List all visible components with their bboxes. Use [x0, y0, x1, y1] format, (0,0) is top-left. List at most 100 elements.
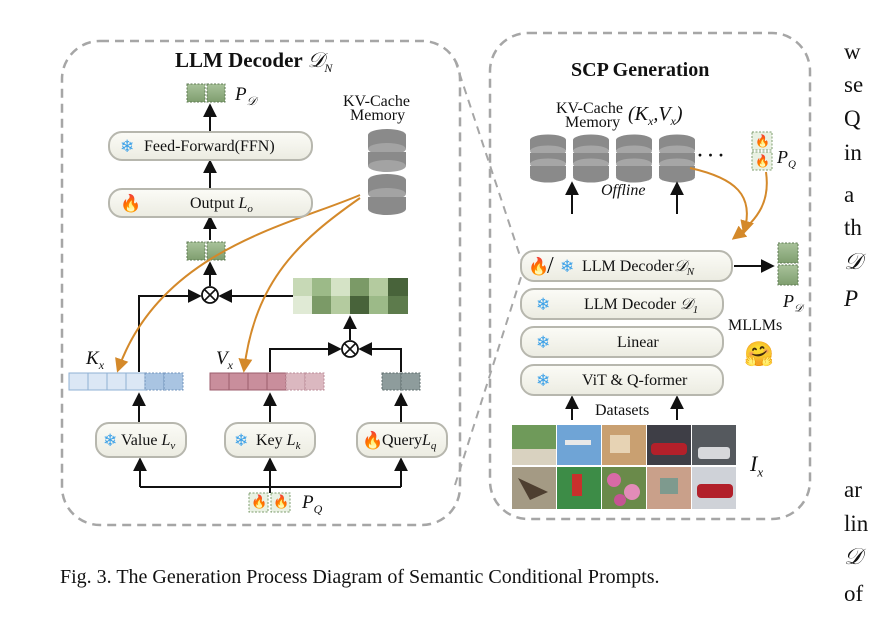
- right-panel-title: SCP Generation: [571, 59, 710, 81]
- key-text: Key: [256, 432, 283, 449]
- pq-right-sub: Q: [788, 158, 796, 171]
- snowflake-icon: ❄: [536, 371, 551, 390]
- body-text-line: 𝒟: [844, 249, 863, 274]
- decoder-n-symbol: 𝒟: [673, 258, 687, 275]
- vx-sub: x: [227, 357, 233, 372]
- ffn-label: Feed-Forward(FFN): [144, 138, 275, 155]
- decoder-1-sub: 1: [692, 304, 699, 317]
- body-text-line: Q: [844, 106, 861, 131]
- fire-icon: 🔥: [528, 257, 550, 276]
- fire-icon: 🔥: [362, 431, 384, 450]
- kv-args-close: ): [675, 103, 683, 125]
- decoder-n-label: LLM Decoder𝒟N: [582, 258, 694, 278]
- body-text-line: 𝒟: [844, 544, 863, 569]
- decoder-n-box: 🔥 / ❄ LLM Decoder𝒟N: [520, 250, 733, 282]
- pq-right-letter: P: [777, 147, 788, 167]
- left-panel-title: LLM Decoder 𝒟N: [175, 48, 333, 76]
- value-symbol: L: [161, 432, 171, 449]
- kx-sub: x: [98, 357, 105, 372]
- ellipsis-right: · · ·: [697, 145, 725, 165]
- body-text-line: P: [844, 286, 859, 311]
- value-sub: v: [170, 440, 176, 453]
- figure-caption: Fig. 3. The Generation Process Diagram o…: [60, 566, 660, 588]
- ix-sub: x: [757, 464, 764, 480]
- pd-top-letter: P: [235, 84, 247, 105]
- pq-left-sub: Q: [313, 501, 323, 516]
- decoder-1-label: LLM Decoder 𝒟1: [584, 296, 698, 316]
- slash-separator: /: [547, 253, 554, 279]
- kv-args-sub1: x: [648, 114, 654, 128]
- kv-cache-label-right-1: KV-Cache: [556, 100, 623, 117]
- output-label: Output Lo: [190, 195, 253, 215]
- linear-box: ❄ Linear: [520, 326, 724, 358]
- left-title-sub: N: [324, 61, 333, 76]
- kx-letter: K: [86, 348, 99, 369]
- decoder-1-symbol: 𝒟: [679, 296, 693, 313]
- pq-tokens-right: [751, 131, 773, 171]
- attention-matrix: [293, 278, 408, 314]
- body-text-line: ar: [844, 477, 862, 502]
- offline-label: Offline: [601, 182, 646, 199]
- mllms-label: MLLMs: [728, 317, 783, 334]
- ix-letter: I: [750, 451, 758, 476]
- value-text: Value: [121, 432, 158, 449]
- body-text-line: se: [844, 72, 864, 97]
- snowflake-icon: ❄: [536, 295, 551, 314]
- body-text-line: lin: [844, 511, 869, 536]
- query-label: QueryLq: [382, 432, 436, 452]
- fire-icon: 🔥: [273, 494, 290, 509]
- vit-qformer-label: ViT & Q-former: [582, 372, 688, 389]
- key-box: ❄ Key Lk: [224, 422, 316, 458]
- kv-cache-label-left-2: Memory: [350, 107, 406, 124]
- pd-top-sub: 𝒟: [246, 93, 257, 108]
- decoder-1-box: ❄ LLM Decoder 𝒟1: [520, 288, 724, 320]
- snowflake-icon: ❄: [560, 257, 575, 276]
- output-sub: o: [247, 203, 253, 216]
- multiply-op-upper: [201, 286, 219, 304]
- kv-cache-label-left-1: KV-Cache: [343, 93, 410, 110]
- kx-label: Kx: [86, 349, 104, 371]
- vx-label: Vx: [216, 349, 233, 371]
- pd-right-letter: P: [783, 291, 794, 311]
- key-label: Key Lk: [256, 432, 300, 452]
- body-text-line: th: [844, 215, 862, 240]
- left-title-symbol: 𝒟: [307, 48, 325, 72]
- kv-cache-label-right-2: Memory: [565, 114, 621, 131]
- pq-left-letter: P: [302, 492, 314, 513]
- decoder-1-text: LLM Decoder: [584, 296, 676, 313]
- snowflake-icon: ❄: [234, 431, 249, 450]
- pq-tokens-left: [248, 492, 291, 513]
- pd-label-top: P𝒟: [235, 85, 256, 107]
- output-symbol: L: [238, 195, 248, 212]
- kv-args-sub2: x: [670, 114, 676, 128]
- datasets-label: Datasets: [595, 402, 650, 419]
- kx-tokens: [68, 372, 184, 391]
- key-sub: k: [295, 440, 301, 453]
- left-title-text: LLM Decoder: [175, 48, 303, 72]
- ffn-box: ❄ Feed-Forward(FFN): [108, 131, 313, 161]
- output-text: Output: [190, 195, 235, 212]
- kv-args-open: (K: [628, 103, 648, 125]
- query-text: Query: [382, 432, 422, 449]
- output-tokens: [186, 241, 226, 261]
- body-text-line: a: [844, 182, 855, 207]
- kv-args-mid: ,V: [653, 103, 671, 125]
- vx-letter: V: [216, 348, 228, 369]
- multiply-op-lower: [341, 340, 359, 358]
- pd-right-sub: 𝒟: [794, 302, 803, 315]
- fire-icon: 🔥: [120, 194, 142, 213]
- vit-qformer-box: ❄ ViT & Q-former: [520, 364, 724, 396]
- query-box: 🔥 QueryLq: [356, 422, 448, 458]
- body-text-line: w: [844, 39, 861, 64]
- kv-cache-args: (Kx,Vx): [628, 104, 683, 127]
- query-tokens: [381, 372, 421, 391]
- pd-tokens-top: [186, 83, 226, 103]
- body-text-line: in: [844, 140, 862, 165]
- query-sub: q: [430, 440, 437, 453]
- hugging-face-icon: 🤗: [744, 342, 774, 368]
- linear-label: Linear: [617, 334, 659, 351]
- snowflake-icon: ❄: [536, 333, 551, 352]
- pq-label-right: PQ: [777, 148, 796, 171]
